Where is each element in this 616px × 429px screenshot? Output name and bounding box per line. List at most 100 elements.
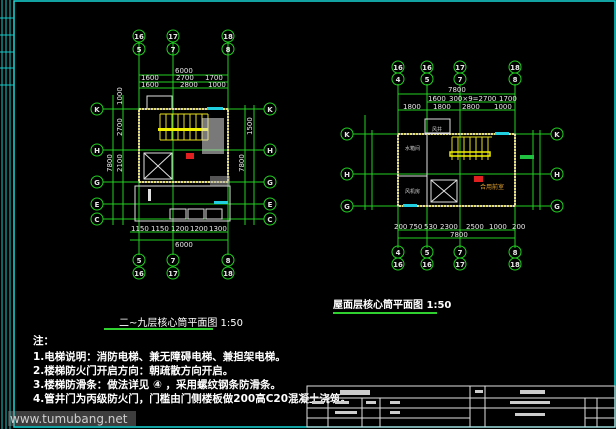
drawing-label: 17 [455, 64, 465, 72]
drawing-line [390, 411, 400, 414]
drawing-label: 7800 [450, 231, 468, 239]
drawing-label: 1200 [190, 225, 208, 233]
drawing-label: 2100 [116, 154, 124, 172]
drawing-label: 4.管井门为丙级防火门，门槛由门侧楼板做200高C20混凝土浇筑。 [33, 392, 351, 405]
drawing-label: G [267, 179, 273, 187]
drawing-line [390, 401, 400, 404]
drawing-label: 1000 [208, 81, 226, 89]
drawing-line [221, 253, 235, 267]
drawing-line [90, 197, 104, 211]
drawing-label: 1150 [151, 225, 169, 233]
drawing-label: 1600 [428, 95, 446, 103]
drawing-label: G [94, 179, 100, 187]
drawing-label: K [94, 106, 100, 114]
drawing-line [550, 127, 564, 141]
drawing-line [207, 107, 223, 110]
right-floor-plan: 水箱间 风机房 风井 合用前室 7800 1600 300×9=2700 170… [340, 60, 564, 271]
drawing-line [340, 390, 370, 395]
drawing-line [132, 253, 146, 267]
drawing-line [13, 0, 616, 428]
drawing-line [263, 197, 277, 211]
drawing-label: 6000 [175, 241, 193, 249]
drawing-label: 2800 [180, 81, 198, 89]
drawing-label: H [267, 147, 273, 155]
drawing-line [508, 72, 522, 86]
drawing-line [391, 72, 405, 86]
drawing-label: 1600 [141, 81, 159, 89]
title-block [306, 385, 616, 428]
drawing-label: H [344, 171, 350, 179]
drawing-line [90, 143, 104, 157]
drawing-label: 1000 [494, 103, 512, 111]
drawing-line [263, 175, 277, 189]
drawing-label: 7 [458, 249, 463, 257]
drawing-label: G [554, 203, 560, 211]
drawing-label: 2700 [176, 74, 194, 82]
drawing-label: 1200 [171, 225, 189, 233]
drawing-line [202, 118, 224, 154]
drawing-line [420, 257, 434, 271]
drawing-label: 2.楼梯防火门开启方向：朝疏散方向开启。 [33, 364, 233, 377]
drawing-line [263, 102, 277, 116]
drawing-label: 7 [171, 46, 176, 54]
drawing-line [148, 189, 151, 201]
drawing-label: 16 [393, 64, 403, 72]
drawing-line [132, 42, 146, 56]
drawing-line [143, 152, 173, 180]
drawing-label: 7800 [238, 154, 246, 172]
drawing-line [550, 199, 564, 213]
drawing-label: 17 [168, 270, 178, 278]
drawing-label: 7800 [448, 86, 466, 94]
drawing-line [510, 401, 550, 404]
drawing-label: K [344, 131, 350, 139]
drawing-label: 17 [455, 261, 465, 269]
drawing-line [520, 390, 545, 394]
drawing-label: 风机房 [405, 188, 420, 195]
drawing-line [340, 167, 354, 181]
drawing-label: 注： [33, 334, 54, 347]
drawing-line [132, 266, 146, 280]
drawing-label: 200 [394, 223, 407, 231]
drawing-label: 1150 [131, 225, 149, 233]
drawing-line [453, 257, 467, 271]
drawing-line [312, 390, 550, 416]
drawing-label: 1.电梯说明：消防电梯、兼无障碍电梯、兼担架电梯。 [33, 350, 286, 363]
drawing-line [353, 84, 551, 248]
drawing-line [214, 201, 228, 204]
drawing-label: E [268, 201, 273, 209]
drawing-label: 18 [510, 64, 520, 72]
drawing-line [449, 151, 491, 157]
drawing-line [146, 95, 173, 110]
drawing-line [221, 266, 235, 280]
drawing-line [263, 212, 277, 226]
drawing-label: 18 [223, 270, 233, 278]
drawing-label: 16 [422, 261, 432, 269]
drawing-line [210, 176, 230, 186]
drawing-line [187, 208, 205, 220]
left-plan-title: 二~九层核心筒平面图 1:50 [119, 316, 243, 329]
drawing-label: 5 [137, 46, 142, 54]
drawing-label: G [344, 203, 350, 211]
drawing-label: 5 [425, 249, 430, 257]
drawing-line [474, 176, 483, 182]
drawing-label: 200 [512, 223, 525, 231]
drawing-line [306, 385, 616, 428]
drawing-line [475, 390, 483, 393]
drawing-line [205, 208, 223, 220]
left-floor-plan: 6000 1600 2700 1700 1600 2800 1000 1150 … [90, 29, 277, 280]
drawing-line [132, 29, 146, 43]
drawing-label: 合用前室 [480, 183, 504, 191]
drawing-label: 17 [168, 33, 178, 41]
drawing-line [420, 72, 434, 86]
drawing-line [366, 401, 376, 404]
drawing-line [158, 128, 208, 131]
drawing-label: 7 [171, 257, 176, 265]
drawing-line [166, 266, 180, 280]
drawing-label: K [267, 106, 273, 114]
drawing-label: 1800 [403, 103, 421, 111]
drawing-label: 16 [422, 64, 432, 72]
drawing-line [520, 155, 534, 159]
drawing-line [134, 185, 231, 222]
